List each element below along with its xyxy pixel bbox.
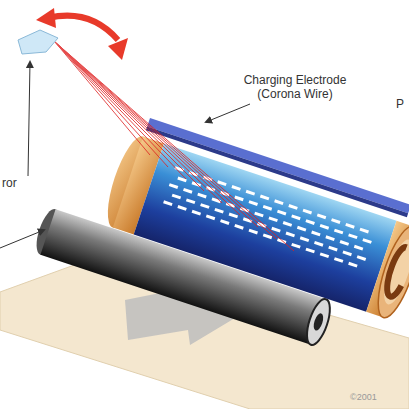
part-label: ror: [2, 177, 42, 191]
laser-beam: [55, 42, 150, 155]
copyright-note: ©2001: [350, 392, 405, 402]
charge-dash: [331, 218, 340, 224]
charge-dash: [220, 219, 229, 225]
charge-dash: [334, 257, 343, 263]
laser-beam: [55, 42, 168, 167]
charge-dash: [268, 216, 277, 222]
charge-dash: [348, 233, 357, 239]
charge-dash: [300, 236, 309, 242]
charge-dash: [283, 221, 292, 227]
charge-dash: [328, 246, 337, 252]
charge-dash: [320, 224, 329, 230]
charge-dash: [231, 185, 240, 191]
charge-dash: [169, 183, 178, 189]
laser-beam: [55, 42, 222, 203]
charge-dash: [192, 210, 201, 216]
charge-dash: [314, 241, 323, 247]
charge-dash: [334, 229, 343, 235]
charge-dash: [274, 199, 283, 205]
charge-dash: [360, 228, 369, 234]
charge-dash: [291, 214, 300, 220]
charge-dash: [305, 248, 314, 254]
charge-dash: [254, 212, 263, 218]
charge-dash: [311, 231, 320, 237]
charge-dash: [197, 193, 206, 199]
charge-dash: [348, 262, 357, 268]
rotation-arrow: [48, 16, 118, 40]
charge-dash: [200, 203, 209, 209]
mirror: [18, 30, 58, 54]
laser-beam: [55, 42, 186, 179]
laser-beam: [55, 42, 204, 191]
leader-line: [206, 104, 250, 122]
charge-dash: [186, 198, 195, 204]
charge-dash: [357, 255, 366, 261]
charge-dash: [263, 205, 272, 211]
charge-dash: [340, 240, 349, 246]
charge-dash: [271, 227, 280, 233]
charge-dash: [362, 238, 371, 244]
charge-dash: [163, 200, 172, 206]
charge-dash: [249, 229, 258, 235]
charge-dash: [177, 177, 186, 183]
charge-dash: [206, 215, 215, 221]
arrow-head: [36, 8, 56, 28]
charge-dash: [246, 190, 255, 196]
charge-dash: [325, 235, 334, 241]
leader-line: [28, 62, 30, 176]
charge-dash: [277, 210, 286, 216]
charge-dash: [286, 232, 295, 238]
charge-dash: [183, 188, 192, 194]
charge-dash: [354, 245, 363, 251]
charge-dash: [172, 194, 181, 200]
part-label: Charging Electrode (Corona Wire): [240, 74, 350, 102]
charge-dash: [229, 213, 238, 219]
arrow-head: [108, 38, 128, 60]
charge-dash: [234, 224, 243, 230]
part-label: P: [396, 98, 409, 112]
charge-dash: [297, 226, 306, 232]
charge-dash: [345, 223, 354, 229]
charge-dash: [288, 204, 297, 210]
charge-dash: [177, 205, 186, 211]
charge-dash: [303, 209, 312, 215]
charge-dash: [260, 195, 269, 201]
charge-dash: [342, 250, 351, 256]
charge-dash: [305, 219, 314, 225]
leader-line: [0, 230, 44, 248]
charge-dash: [248, 200, 257, 206]
charge-dash: [214, 208, 223, 214]
charge-dash: [320, 252, 329, 258]
charge-dash: [317, 214, 326, 220]
charge-dash: [291, 243, 300, 249]
